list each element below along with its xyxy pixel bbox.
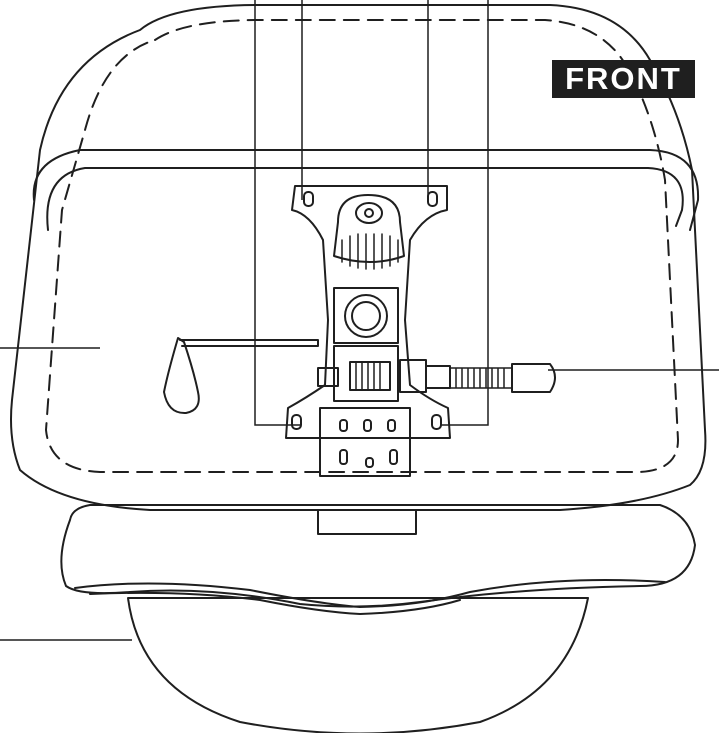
seat-bracket (319, 407, 411, 477)
bracket-slot-2 (363, 419, 372, 432)
plate-hole-bottom-left (291, 414, 302, 430)
bracket-slot-4 (339, 449, 348, 465)
seat-frame-rail-inner (46, 167, 684, 231)
tension-knob-center (364, 208, 374, 218)
bracket-slot-6 (389, 449, 398, 465)
cylinder-mount-hole (351, 301, 381, 331)
mechanism-plate (285, 185, 451, 439)
lever-handle-tip (511, 363, 556, 393)
tilt-lock-handle (163, 337, 200, 415)
tension-knob (333, 194, 405, 263)
lever-collar (317, 367, 339, 387)
plate-hole-bottom-right (431, 414, 442, 430)
leader-line-plate-right (440, 0, 489, 426)
plate-hole-top-right (427, 191, 438, 207)
control-block (333, 345, 399, 402)
plate-hole-top-left (303, 191, 314, 207)
seat-frame-rail-outer (32, 149, 700, 231)
bracket-slot-3 (387, 419, 396, 432)
lever-grip-ribs (449, 367, 513, 389)
lever-arm-base (425, 365, 451, 389)
tension-knob-ridges (341, 233, 399, 270)
cylinder-mount-ring (344, 294, 388, 338)
seat-front-tab (317, 509, 417, 535)
seat-cushion-seam (74, 578, 666, 608)
seat-lower-base (127, 597, 589, 733)
bracket-slot-1 (339, 419, 348, 432)
leader-line-plate-left (254, 0, 300, 426)
seat-shell-outline (10, 4, 707, 511)
lever-spring-housing (349, 361, 391, 391)
seat-stitch-line (45, 19, 679, 473)
seat-cushion-seam-inner (89, 591, 461, 615)
tilt-lock-rod (179, 339, 319, 347)
cylinder-mount-box (333, 287, 399, 344)
bracket-slot-5 (365, 457, 374, 468)
lever-spring-coils (355, 361, 381, 391)
seat-cushion-roll (60, 504, 696, 608)
front-label: FRONT (552, 60, 695, 98)
tension-knob-cap (355, 202, 383, 224)
